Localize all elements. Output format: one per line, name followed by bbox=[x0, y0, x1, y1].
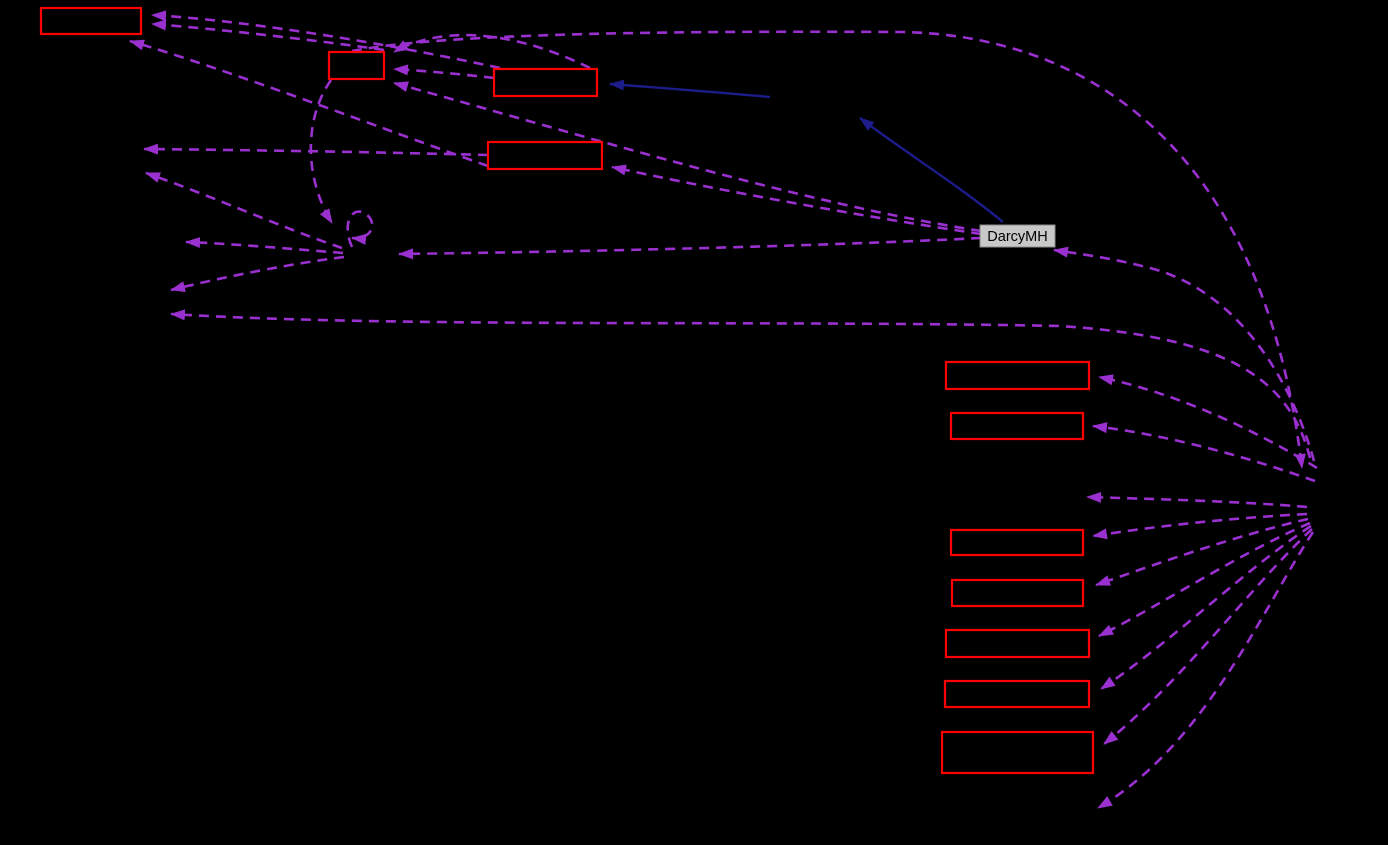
node-box-1[interactable] bbox=[39, 6, 143, 36]
node-box-10[interactable] bbox=[943, 679, 1091, 709]
edge-darcymh-to-box4 bbox=[611, 164, 982, 236]
node-box-7[interactable] bbox=[949, 528, 1085, 557]
central-node-label: DarcyMH bbox=[987, 229, 1047, 245]
edge-box2-to-box1-upper bbox=[151, 19, 385, 52]
node-box-5[interactable] bbox=[944, 360, 1091, 391]
edge-box4-to-box1-corner bbox=[129, 39, 489, 168]
edge-box2-to-left-hub bbox=[309, 79, 334, 224]
edge-hidden-to-box3-solid bbox=[609, 79, 771, 99]
solid-edge-group bbox=[609, 79, 1004, 223]
node-box-3[interactable] bbox=[492, 67, 599, 98]
edge-righthub-to-box6 bbox=[1092, 422, 1316, 483]
central-node-box bbox=[979, 224, 1056, 248]
edge-righthub-to-box9 bbox=[1098, 521, 1311, 638]
edge-darcymh-to-left-hub bbox=[398, 236, 982, 260]
node-box-6[interactable] bbox=[949, 411, 1085, 441]
red-node-group bbox=[39, 6, 1095, 775]
edge-box3-to-box2-mid bbox=[393, 64, 495, 80]
edge-righthub-to-darcymh bbox=[1053, 246, 1316, 462]
edge-box3-to-box2-top bbox=[393, 33, 591, 70]
node-box-9[interactable] bbox=[944, 628, 1091, 659]
edge-righthub-to-box11 bbox=[1103, 528, 1313, 746]
edge-righthub-to-hidden-target-1 bbox=[1086, 491, 1308, 509]
edge-darcymh-to-hidden-solid bbox=[859, 117, 1004, 223]
edge-box4-to-left-target-1 bbox=[143, 143, 489, 157]
edge-darcymh-to-box2 bbox=[393, 81, 982, 233]
node-box-8[interactable] bbox=[950, 578, 1085, 608]
dashed-edge-group bbox=[129, 10, 1318, 810]
node-box-2[interactable] bbox=[327, 50, 386, 81]
edge-righthub-to-box8 bbox=[1095, 517, 1309, 587]
edge-lefthub-to-target-4 bbox=[170, 255, 345, 292]
edge-righthub-to-box10 bbox=[1100, 524, 1312, 691]
edge-lefthub-to-target-2 bbox=[145, 171, 343, 250]
edge-box3-to-box1-top bbox=[151, 10, 501, 70]
node-box-4[interactable] bbox=[486, 140, 604, 171]
edge-righthub-to-box5 bbox=[1098, 374, 1318, 470]
edge-righthub-to-far-left bbox=[170, 309, 1312, 459]
edge-box2-to-right-hub bbox=[351, 30, 1306, 469]
edge-lefthub-self-loop bbox=[346, 210, 374, 248]
node-box-11[interactable] bbox=[940, 730, 1095, 775]
edge-lefthub-to-target-3 bbox=[185, 237, 344, 255]
edge-righthub-to-box7 bbox=[1092, 512, 1308, 540]
central-node-darcymh: DarcyMH bbox=[979, 224, 1056, 248]
edge-righthub-to-hidden-target-2 bbox=[1097, 531, 1315, 810]
